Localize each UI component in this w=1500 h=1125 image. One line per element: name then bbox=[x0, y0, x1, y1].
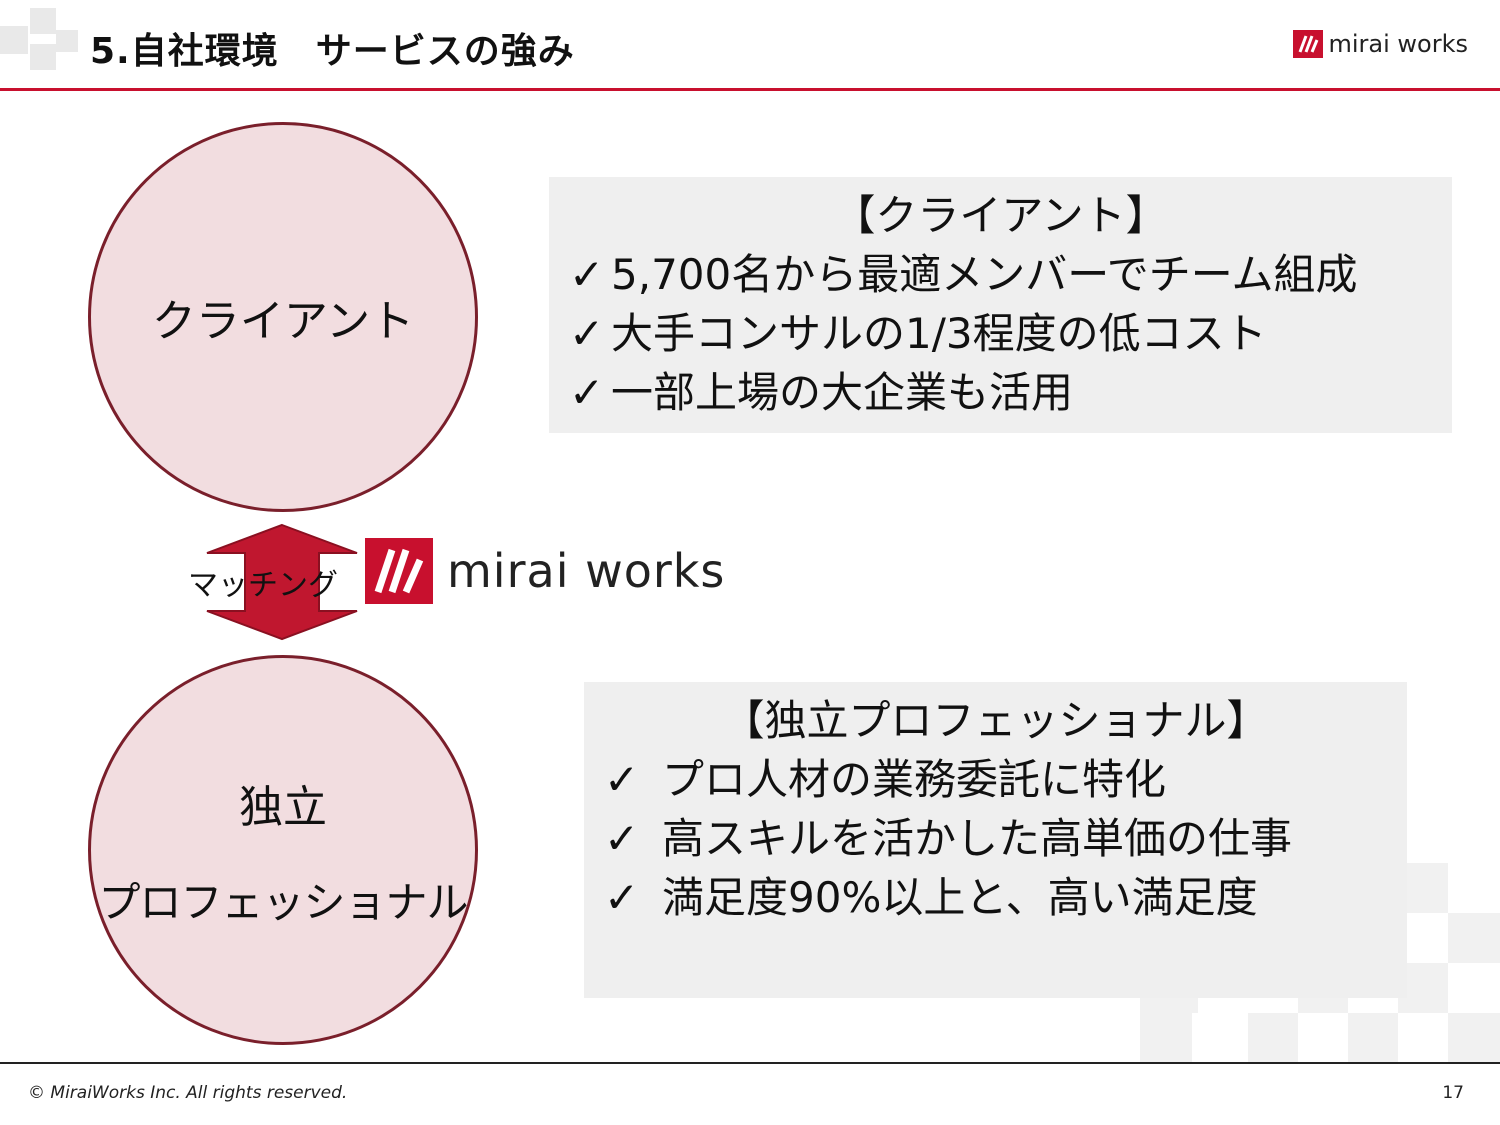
corner-decoration bbox=[0, 0, 80, 80]
check-icon: ✓ bbox=[604, 755, 640, 804]
check-icon: ✓ bbox=[569, 250, 605, 299]
professional-circle: 独立 プロフェッショナル bbox=[88, 655, 478, 1045]
check-icon: ✓ bbox=[604, 814, 640, 863]
brand-logo-center: mirai works bbox=[365, 538, 725, 604]
list-item: ✓ 大手コンサルの1/3程度の低コスト bbox=[569, 304, 1432, 363]
client-circle-label: クライアント bbox=[151, 296, 415, 347]
header-divider bbox=[0, 88, 1500, 91]
professional-circle-label-line1: 独立 bbox=[239, 781, 327, 833]
check-icon: ✓ bbox=[569, 309, 605, 358]
double-arrow-icon bbox=[206, 523, 358, 641]
page-number: 17 bbox=[1442, 1083, 1464, 1103]
footer-divider bbox=[0, 1062, 1500, 1064]
matching-label: マッチング bbox=[188, 568, 338, 603]
brand-logo-header: mirai works bbox=[1292, 30, 1469, 58]
list-item: ✓ プロ人材の業務委託に特化 bbox=[604, 750, 1387, 809]
copyright-text: © MiraiWorks Inc. All rights reserved. bbox=[28, 1083, 348, 1103]
professional-circle-label-line2: プロフェッショナル bbox=[98, 877, 468, 927]
professional-benefits-heading: 【独立プロフェッショナル】 bbox=[722, 696, 1269, 745]
list-item: ✓ 高スキルを活かした高単価の仕事 bbox=[604, 809, 1387, 868]
professional-benefits-box: 【独立プロフェッショナル】 ✓ プロ人材の業務委託に特化 ✓ 高スキルを活かした… bbox=[584, 682, 1407, 998]
check-icon: ✓ bbox=[604, 873, 640, 922]
check-icon: ✓ bbox=[569, 368, 605, 417]
list-item: ✓ 5,700名から最適メンバーでチーム組成 bbox=[569, 245, 1432, 304]
brand-wordmark: mirai works bbox=[1328, 30, 1469, 58]
client-benefits-box: 【クライアント】 ✓ 5,700名から最適メンバーでチーム組成 ✓ 大手コンサル… bbox=[549, 177, 1452, 433]
list-item: ✓ 満足度90%以上と、高い満足度 bbox=[604, 868, 1387, 927]
client-circle: クライアント bbox=[88, 122, 478, 512]
page-title: 5.自社環境 サービスの強み bbox=[90, 31, 575, 72]
brand-mark-icon bbox=[365, 538, 433, 604]
list-item: ✓ 一部上場の大企業も活用 bbox=[569, 363, 1432, 422]
brand-wordmark: mirai works bbox=[447, 544, 726, 598]
client-benefits-heading: 【クライアント】 bbox=[833, 191, 1168, 240]
brand-mark-icon bbox=[1292, 30, 1323, 58]
